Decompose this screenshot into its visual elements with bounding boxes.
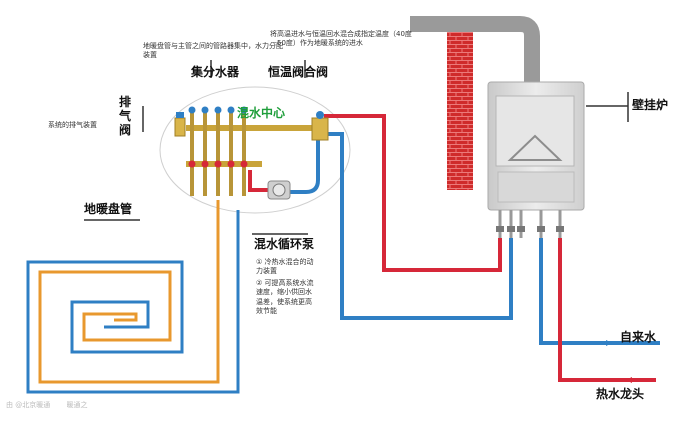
chimney-icon bbox=[447, 18, 473, 190]
pump-inlet-pipe bbox=[248, 170, 268, 192]
thermo-valve-label: 恒温阀合阀 bbox=[268, 65, 329, 79]
manifold-note: 地暖盘管与主管之间的管路器集中，水力分配装置 bbox=[143, 42, 283, 60]
exhaust-valve-icon bbox=[174, 112, 186, 137]
exhaust-note: 系统的排气装置 bbox=[48, 121, 97, 129]
manifold-label: 集分水器 bbox=[191, 65, 240, 79]
pump-label: 混水循环泵 bbox=[254, 237, 315, 251]
boiler-label: 壁挂炉 bbox=[632, 98, 669, 112]
pump-note-1-text: 冷热水混合的动力装置 bbox=[256, 258, 314, 276]
pump-note-1: ① 冷热水混合的动力装置 bbox=[256, 258, 314, 276]
wall-boiler-icon bbox=[487, 81, 585, 238]
floor-coil-return bbox=[26, 210, 240, 394]
tap-water-label: 自来水 bbox=[620, 330, 657, 344]
thermo-note: 将高温进水与恒温回水混合成指定温度（40度－50度）作为地暖系统的进水 bbox=[270, 30, 412, 48]
pump-note-2: ② 可提高系统水流速度，缩小供回水温差，使系统更高效节能 bbox=[256, 279, 314, 316]
boiler-supply-pipe bbox=[324, 114, 502, 272]
pump-outlet-pipe bbox=[290, 140, 320, 194]
tap-flow-arrow bbox=[606, 340, 612, 346]
thermostatic-valve-icon bbox=[311, 111, 329, 141]
hot-tap-label: 热水龙头 bbox=[596, 387, 645, 401]
hot-water-pipe bbox=[558, 238, 656, 382]
mixing-center-outline bbox=[159, 86, 351, 214]
hot-flow-arrow bbox=[626, 377, 632, 383]
exhaust-valve-label: 排气阀 bbox=[118, 95, 131, 137]
manifold-icon bbox=[188, 106, 248, 196]
floor-coil-label: 地暖盘管 bbox=[84, 202, 133, 216]
tap-water-pipe bbox=[539, 238, 660, 345]
floor-coil-supply bbox=[38, 200, 220, 384]
pump-note-2-text: 可提高系统水流速度，缩小供回水温差，使系统更高效节能 bbox=[256, 279, 314, 316]
pump-icon bbox=[267, 180, 291, 200]
mixing-center-label: 混水中心 bbox=[237, 106, 286, 120]
watermark: 由 @北京暖通 暖通之 bbox=[6, 401, 88, 409]
boiler-return-pipe bbox=[326, 132, 513, 320]
flue-pipe bbox=[410, 15, 540, 84]
